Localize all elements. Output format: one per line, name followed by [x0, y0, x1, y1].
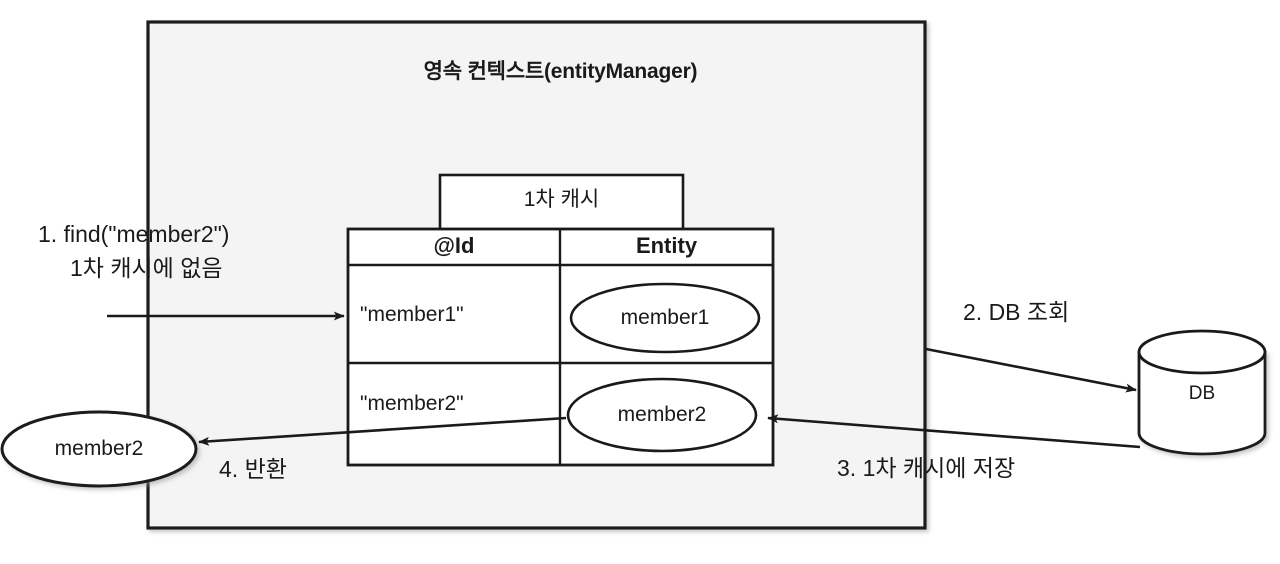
step-1-cache-miss-label: 1차 캐시에 없음 — [70, 255, 223, 281]
first-level-cache-header-box — [438, 173, 685, 232]
step-4-return-label: 4. 반환 — [219, 456, 287, 482]
step-1-find-label: 1. find("member2") — [38, 221, 230, 247]
arrow-return-entity — [198, 416, 567, 446]
arrow-store-to-cache — [767, 414, 1141, 449]
table-row-entity-member1: member1 — [620, 306, 710, 329]
returned-entity-ellipse-member2 — [0, 410, 198, 488]
database-label: DB — [1188, 383, 1216, 404]
arrow-db-query — [925, 347, 1137, 393]
entity-ellipse-member2 — [566, 377, 758, 453]
table-row-id-member1: "member1" — [360, 303, 464, 326]
column-header-id: @Id — [433, 233, 475, 258]
step-2-db-query-label: 2. DB 조회 — [963, 299, 1070, 325]
entity-ellipse-member1 — [569, 282, 761, 354]
column-header-entity: Entity — [635, 233, 698, 258]
database-cylinder — [1137, 329, 1267, 456]
page-title: 영속 컨텍스트(entityManager) — [423, 60, 698, 83]
table-row-id-member2: "member2" — [360, 392, 464, 415]
returned-entity-label: member2 — [54, 437, 144, 460]
table-row-entity-member2: member2 — [617, 403, 707, 426]
step-3-store-cache-label: 3. 1차 캐시에 저장 — [837, 455, 1016, 481]
first-level-cache-label: 1차 캐시 — [523, 188, 600, 211]
